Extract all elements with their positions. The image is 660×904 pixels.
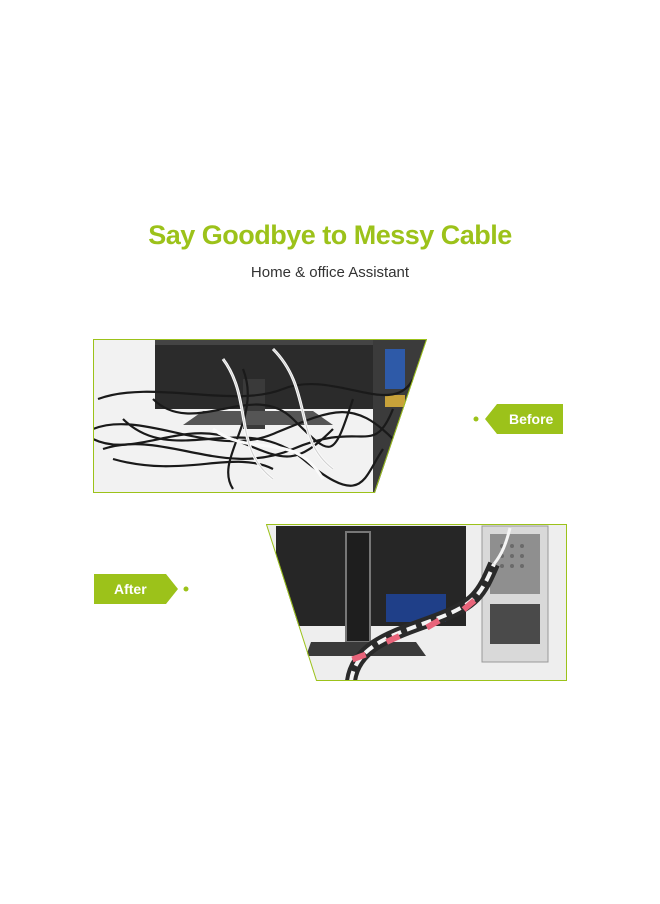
- after-label-text: After: [114, 581, 147, 597]
- before-label-text: Before: [509, 411, 554, 427]
- organized-cables-photo: [266, 524, 567, 681]
- page-title: Say Goodbye to Messy Cable: [148, 220, 512, 250]
- messy-cables-photo: [93, 339, 427, 493]
- before-label: Before: [473, 404, 563, 434]
- page-subtitle: Home & office Assistant: [250, 264, 410, 281]
- after-label: After: [94, 574, 189, 604]
